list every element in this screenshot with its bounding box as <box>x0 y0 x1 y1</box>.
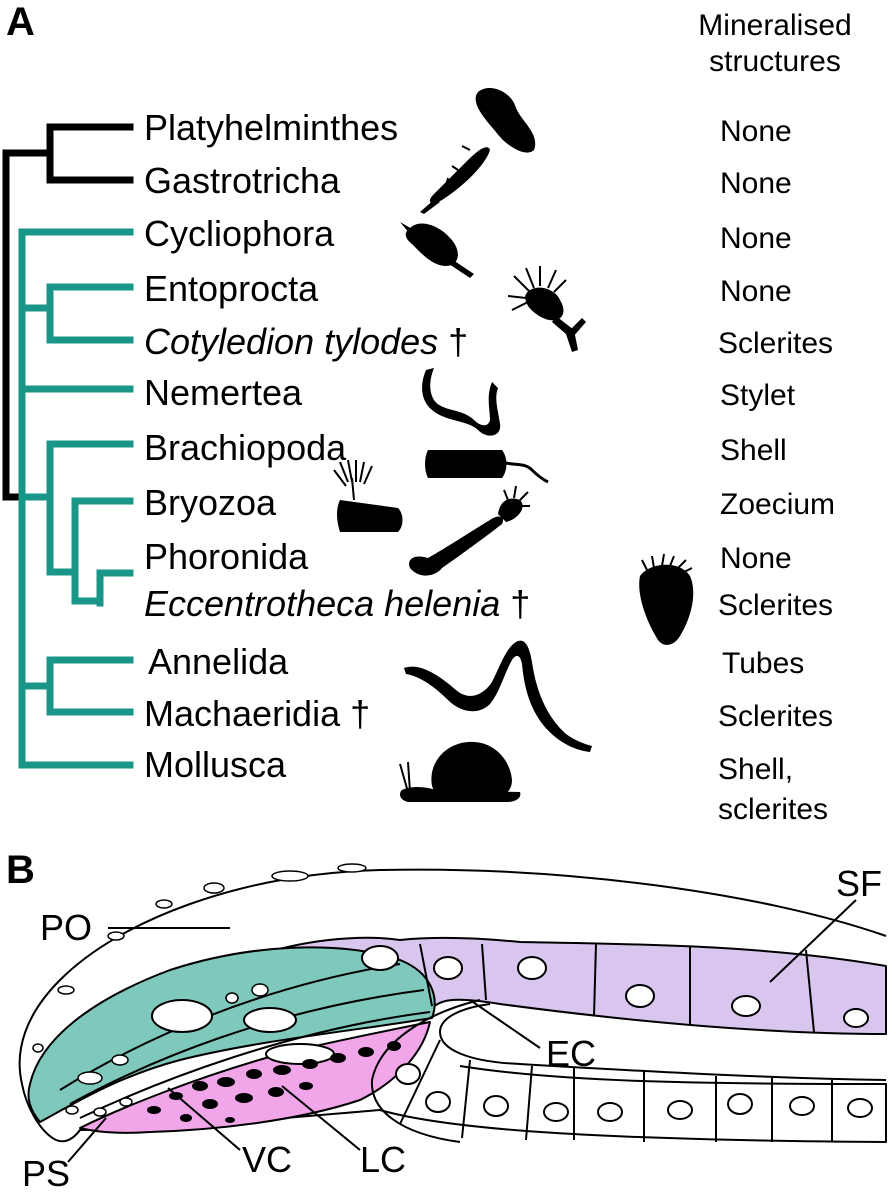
gastrotrich-silhouette <box>420 145 490 214</box>
mineral-header-line2: structures <box>709 45 841 78</box>
taxon-name: Entoprocta <box>144 268 319 309</box>
taxon-name: Mollusca <box>144 744 287 785</box>
mineral-machaeridia: Sclerites <box>718 700 834 733</box>
label-ec: EC <box>546 1033 597 1074</box>
brachiopod-silhouette <box>425 450 549 484</box>
mineral-platyhelminthes: None <box>720 115 792 148</box>
annelid-silhouette <box>404 640 592 752</box>
mineral-mollusca: Shell, sclerites <box>718 750 828 830</box>
taxon-name: Annelida <box>148 641 289 682</box>
taxon-name: Cycliophora <box>144 213 335 254</box>
taxon-name: Nemertea <box>144 372 303 413</box>
label-ps: PS <box>22 1153 71 1194</box>
lower-epithelium-inner <box>439 1003 887 1081</box>
mineral-mollusca-line1: Shell, <box>718 753 794 786</box>
taxon-name: Eccentrotheca helenia <box>144 583 501 624</box>
taxon-platyhelminthes: Platyhelminthes <box>144 108 398 148</box>
label-vc: VC <box>242 1139 293 1180</box>
label-leader-lines <box>67 899 857 1163</box>
panel-b-letter: B <box>6 848 35 892</box>
taxon-name: Machaeridia <box>144 693 341 734</box>
taxon-machaeridia: Machaeridia † <box>144 694 370 734</box>
lower-epithelium-outline <box>379 1065 887 1143</box>
taxon-brachiopoda: Brachiopoda <box>144 428 346 468</box>
mineral-gastrotricha: None <box>720 167 792 200</box>
taxon-nemertea: Nemertea <box>144 373 302 413</box>
mineral-mollusca-line2: sclerites <box>718 793 829 826</box>
entoproct-silhouette <box>507 266 586 352</box>
mineral-header: Mineralised structures <box>670 8 880 80</box>
label-lc: LC <box>360 1139 407 1180</box>
phoronid-silhouette <box>409 485 530 576</box>
label-sf: SF <box>836 863 883 904</box>
taxon-gastrotricha: Gastrotricha <box>144 161 340 201</box>
mineral-entoprocta: None <box>720 275 792 308</box>
taxon-name: Brachiopoda <box>144 427 347 468</box>
extinct-dagger: † <box>340 693 371 734</box>
eccentrotheca-silhouette <box>639 553 694 645</box>
flatworm-silhouette <box>475 87 536 153</box>
mineral-brachiopoda: Shell <box>720 434 787 467</box>
mineral-header-line1: Mineralised <box>698 9 852 42</box>
mineral-annelida: Tubes <box>722 647 805 680</box>
extinct-dagger: † <box>438 321 469 362</box>
taxon-entoprocta: Entoprocta <box>144 269 318 309</box>
taxon-name: Phoronida <box>144 536 309 577</box>
mineral-cotyledion: Sclerites <box>718 327 834 360</box>
taxon-eccentrotheca: Eccentrotheca helenia † <box>144 584 530 624</box>
taxon-mollusca: Mollusca <box>144 745 286 785</box>
lower-epithelium-wall <box>370 999 481 1143</box>
bryozoan-silhouette <box>333 459 403 532</box>
mineral-nemertea: Stylet <box>720 379 796 412</box>
taxon-cycliophora: Cycliophora <box>144 214 334 254</box>
extinct-dagger: † <box>500 583 531 624</box>
silhouettes <box>333 87 694 802</box>
taxon-annelida: Annelida <box>148 642 288 682</box>
mineral-eccentrotheca: Sclerites <box>718 589 834 622</box>
tree-ingroup-branches <box>18 228 134 769</box>
mineral-cycliophora: None <box>720 222 792 255</box>
mineral-phoronida: None <box>720 542 792 575</box>
tree-outgroup-branches <box>2 123 134 501</box>
taxon-bryozoa: Bryozoa <box>144 483 276 523</box>
snail-silhouette <box>399 741 521 802</box>
taxon-name: Platyhelminthes <box>144 107 399 148</box>
nemertean-silhouette <box>422 368 501 436</box>
taxon-phoronida: Phoronida <box>144 537 308 577</box>
taxon-name: Cotyledion tylodes <box>144 321 439 362</box>
taxon-cotyledion: Cotyledion tylodes † <box>144 322 468 362</box>
taxon-name: Gastrotricha <box>144 160 341 201</box>
cycliophoran-silhouette <box>400 222 474 278</box>
label-po: PO <box>40 907 93 948</box>
panel-a-letter: A <box>6 0 35 44</box>
mineral-bryozoa: Zoecium <box>720 488 836 521</box>
taxon-name: Bryozoa <box>144 482 277 523</box>
